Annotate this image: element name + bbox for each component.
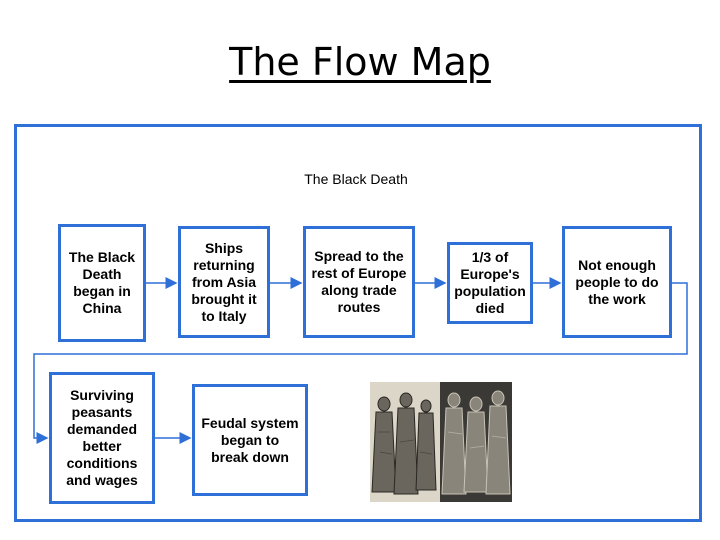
step-label-2: Ships returning from Asia brought it to …	[191, 239, 257, 324]
step-box-1: The Black Death began in China	[58, 224, 146, 342]
step-box-3: Spread to the rest of Europe along trade…	[303, 226, 415, 338]
step-box-6: Surviving peasants demanded better condi…	[49, 372, 155, 504]
slide-title: The Flow Map	[229, 40, 491, 84]
step-label-1: The Black Death began in China	[68, 249, 136, 316]
arrow-5-to-6	[33, 282, 688, 444]
step-label-3: Spread to the rest of Europe along trade…	[311, 248, 407, 315]
step-box-4: 1/3 of Europe's population died	[447, 242, 533, 324]
medieval-procession-image	[370, 382, 512, 502]
step-label-4: 1/3 of Europe's population died	[454, 249, 526, 316]
step-box-5: Not enough people to do the work	[562, 226, 672, 338]
step-label-6: Surviving peasants demanded better condi…	[66, 387, 138, 488]
step-box-2: Ships returning from Asia brought it to …	[178, 226, 270, 338]
step-box-7: Feudal system began to break down	[192, 384, 308, 496]
diagram-title: The Black Death	[304, 171, 408, 187]
step-label-7: Feudal system began to break down	[201, 414, 299, 465]
step-label-5: Not enough people to do the work	[575, 256, 659, 307]
